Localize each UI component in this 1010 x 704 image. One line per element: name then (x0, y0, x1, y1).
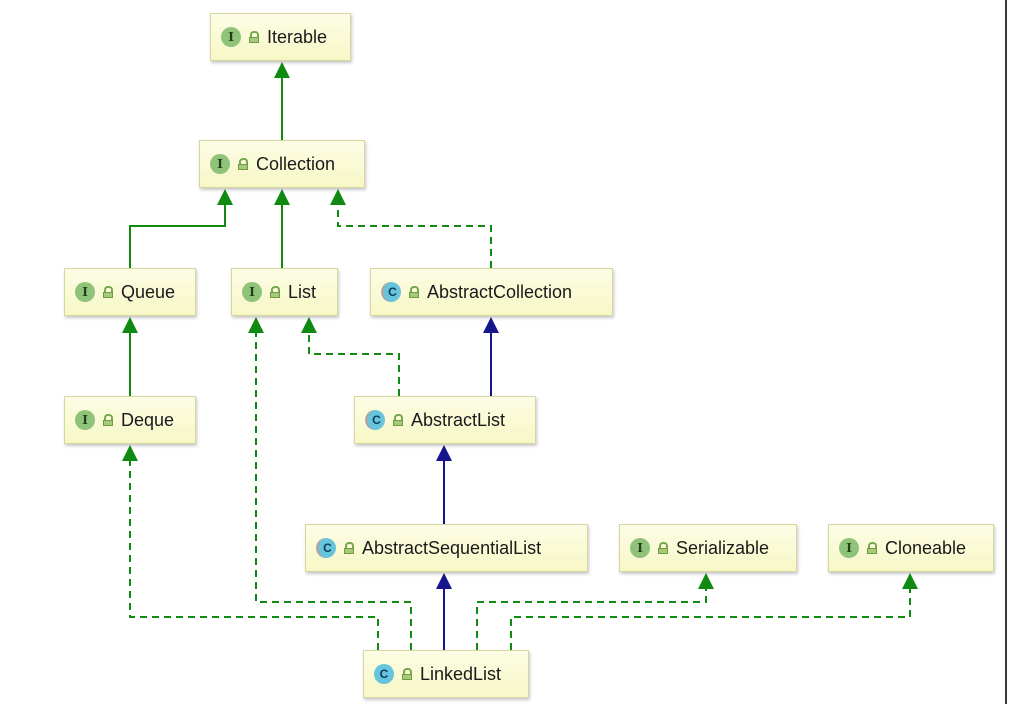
abstract-class-icon: C (381, 282, 401, 302)
public-visibility-icon (269, 286, 281, 298)
node-linkedlist[interactable]: C LinkedList (363, 650, 529, 698)
node-cloneable[interactable]: I Cloneable (828, 524, 994, 572)
edge-line (337, 203, 492, 268)
arrowhead-icon (122, 317, 138, 333)
node-deque[interactable]: I Deque (64, 396, 196, 444)
arrowhead-icon (330, 189, 346, 205)
node-label: Serializable (676, 537, 770, 558)
abstract-class-icon: C (365, 410, 385, 430)
edge-linkedlist-implements-deque (122, 445, 379, 650)
edge-abstractlist-extends-abstractcollection (483, 317, 499, 396)
public-visibility-icon (401, 668, 413, 680)
arrowhead-icon (436, 573, 452, 589)
node-label: List (288, 281, 317, 302)
public-visibility-icon (237, 158, 249, 170)
edge-deque-extends-queue (122, 317, 138, 396)
node-label: Collection (256, 153, 336, 174)
edge-linkedlist-implements-list (248, 317, 412, 650)
edge-linkedlist-implements-serializable (476, 573, 714, 650)
edge-queue-extends-collection (129, 189, 233, 268)
arrowhead-icon (217, 189, 233, 205)
arrowhead-icon (274, 62, 290, 78)
interface-icon: I (210, 154, 230, 174)
edge-line (129, 203, 226, 268)
interface-icon: I (242, 282, 262, 302)
arrowhead-icon (436, 445, 452, 461)
edge-abstractlist-implements-list (301, 317, 400, 396)
edge-line (308, 331, 400, 396)
public-visibility-icon (657, 542, 669, 554)
window-right-border (1005, 0, 1007, 704)
node-iterable[interactable]: I Iterable (210, 13, 351, 61)
node-label: Iterable (267, 26, 328, 47)
abstract-class-icon: C (316, 538, 336, 558)
edge-abstractsequentiallist-extends-abstractlist (436, 445, 452, 524)
edge-linkedlist-extends-abstractsequentiallist (436, 573, 452, 650)
arrowhead-icon (301, 317, 317, 333)
node-label: Queue (121, 281, 176, 302)
node-collection[interactable]: I Collection (199, 140, 365, 188)
public-visibility-icon (392, 414, 404, 426)
node-abstractlist[interactable]: C AbstractList (354, 396, 536, 444)
public-visibility-icon (102, 414, 114, 426)
arrowhead-icon (274, 189, 290, 205)
node-label: AbstractCollection (427, 281, 573, 302)
node-abstractcollection[interactable]: C AbstractCollection (370, 268, 613, 316)
node-label: LinkedList (420, 663, 502, 684)
public-visibility-icon (102, 286, 114, 298)
edge-line (510, 587, 911, 650)
interface-icon: I (839, 538, 859, 558)
node-list[interactable]: I List (231, 268, 338, 316)
node-queue[interactable]: I Queue (64, 268, 196, 316)
interface-icon: I (221, 27, 241, 47)
edge-abstractcollection-implements-collection (330, 189, 492, 268)
arrowhead-icon (698, 573, 714, 589)
node-label: AbstractList (411, 409, 506, 430)
public-visibility-icon (248, 31, 260, 43)
arrowhead-icon (483, 317, 499, 333)
class-icon: C (374, 664, 394, 684)
node-label: AbstractSequentialList (362, 537, 542, 558)
node-label: Deque (121, 409, 175, 430)
arrowhead-icon (248, 317, 264, 333)
node-label: Cloneable (885, 537, 967, 558)
interface-icon: I (75, 410, 95, 430)
edge-linkedlist-implements-cloneable (510, 573, 918, 650)
interface-icon: I (630, 538, 650, 558)
edge-line (255, 331, 412, 650)
public-visibility-icon (408, 286, 420, 298)
edge-collection-extends-iterable (274, 62, 290, 140)
edge-line (129, 459, 379, 650)
interface-icon: I (75, 282, 95, 302)
public-visibility-icon (343, 542, 355, 554)
node-abstractsequentiallist[interactable]: C AbstractSequentialList (305, 524, 588, 572)
edge-list-extends-collection (274, 189, 290, 268)
edge-line (476, 587, 707, 650)
node-serializable[interactable]: I Serializable (619, 524, 797, 572)
public-visibility-icon (866, 542, 878, 554)
arrowhead-icon (122, 445, 138, 461)
arrowhead-icon (902, 573, 918, 589)
